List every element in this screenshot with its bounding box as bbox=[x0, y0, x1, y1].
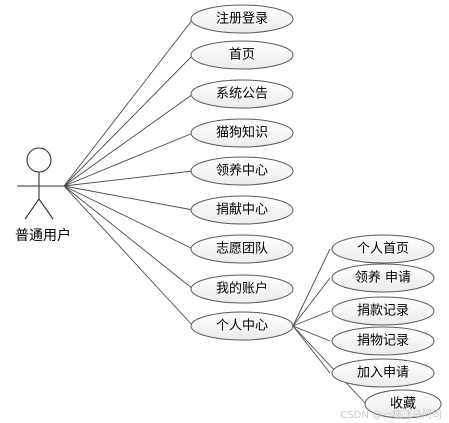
use-case-label: 注册登录 bbox=[216, 12, 268, 27]
use-case-my-account: 我的账户 bbox=[190, 274, 294, 304]
assoc-line-7 bbox=[63, 185, 194, 250]
actor-associations bbox=[63, 18, 194, 327]
actor-figure: 普通用户 bbox=[15, 147, 71, 244]
assoc-line-1 bbox=[63, 18, 194, 187]
use-case-donation-center: 捐献中心 bbox=[190, 195, 294, 225]
use-case-personal-center: 个人中心 bbox=[190, 311, 294, 341]
assoc-line-2 bbox=[63, 54, 194, 187]
sub-assoc-line-1 bbox=[292, 248, 331, 327]
sub-use-case-donation-records: 捐款记录 bbox=[331, 296, 435, 326]
use-case-announcement: 系统公告 bbox=[190, 79, 294, 109]
assoc-line-8 bbox=[63, 185, 194, 290]
use-case-label: 猫狗知识 bbox=[216, 125, 268, 141]
sub-assoc-line-4 bbox=[292, 325, 331, 342]
use-cases: 注册登录 首页 系统公告 猫狗知识 领养中心 捐献中心 志愿团队 我的账户 bbox=[190, 4, 294, 341]
sub-assoc-line-5 bbox=[292, 325, 331, 374]
assoc-line-5 bbox=[63, 170, 194, 187]
actor-left-leg bbox=[24, 198, 40, 220]
sub-associations bbox=[292, 248, 367, 405]
use-case-label: 捐献中心 bbox=[216, 203, 268, 218]
use-case-register-login: 注册登录 bbox=[190, 4, 294, 34]
use-case-label: 我的账户 bbox=[216, 281, 268, 297]
actor-right-leg bbox=[38, 198, 54, 220]
sub-assoc-line-2 bbox=[292, 277, 331, 327]
sub-use-case-label: 捐物记录 bbox=[357, 334, 409, 349]
sub-use-case-label: 捐款记录 bbox=[357, 304, 409, 319]
sub-use-case-label: 个人首页 bbox=[357, 242, 409, 257]
use-case-label: 领养中心 bbox=[216, 163, 268, 179]
use-case-label: 系统公告 bbox=[216, 87, 268, 102]
use-case-label: 个人中心 bbox=[216, 319, 268, 334]
sub-use-case-label: 领养 申请 bbox=[355, 270, 411, 286]
sub-use-case-personal-home: 个人首页 bbox=[331, 234, 435, 264]
use-case-label: 首页 bbox=[229, 48, 255, 63]
assoc-line-3 bbox=[63, 93, 194, 187]
sub-assoc-line-3 bbox=[292, 310, 331, 327]
use-case-label: 志愿团队 bbox=[216, 242, 268, 257]
assoc-line-9 bbox=[63, 185, 194, 327]
actor-head bbox=[26, 147, 52, 173]
actor-label: 普通用户 bbox=[15, 227, 71, 244]
sub-use-case-label: 收藏 bbox=[390, 397, 416, 412]
watermark: CSDN @一枝飞马问司 bbox=[340, 408, 442, 421]
sub-use-cases: 个人首页 领养 申请 捐款记录 捐物记录 加入申请 收藏 bbox=[331, 234, 442, 419]
assoc-line-6 bbox=[63, 185, 194, 211]
sub-use-case-favorites: 收藏 bbox=[364, 389, 442, 419]
use-case-home: 首页 bbox=[190, 40, 294, 70]
sub-use-case-label: 加入申请 bbox=[357, 366, 409, 381]
use-case-volunteer-team: 志愿团队 bbox=[190, 234, 294, 264]
sub-use-case-goods-donation-records: 捐物记录 bbox=[331, 326, 435, 356]
sub-assoc-line-6 bbox=[292, 325, 367, 405]
assoc-line-4 bbox=[63, 132, 194, 187]
use-case-adoption-center: 领养中心 bbox=[190, 156, 294, 186]
sub-use-case-join-application: 加入申请 bbox=[331, 358, 435, 388]
use-case-pet-knowledge: 猫狗知识 bbox=[190, 118, 294, 148]
sub-use-case-adoption-application: 领养 申请 bbox=[331, 263, 435, 293]
